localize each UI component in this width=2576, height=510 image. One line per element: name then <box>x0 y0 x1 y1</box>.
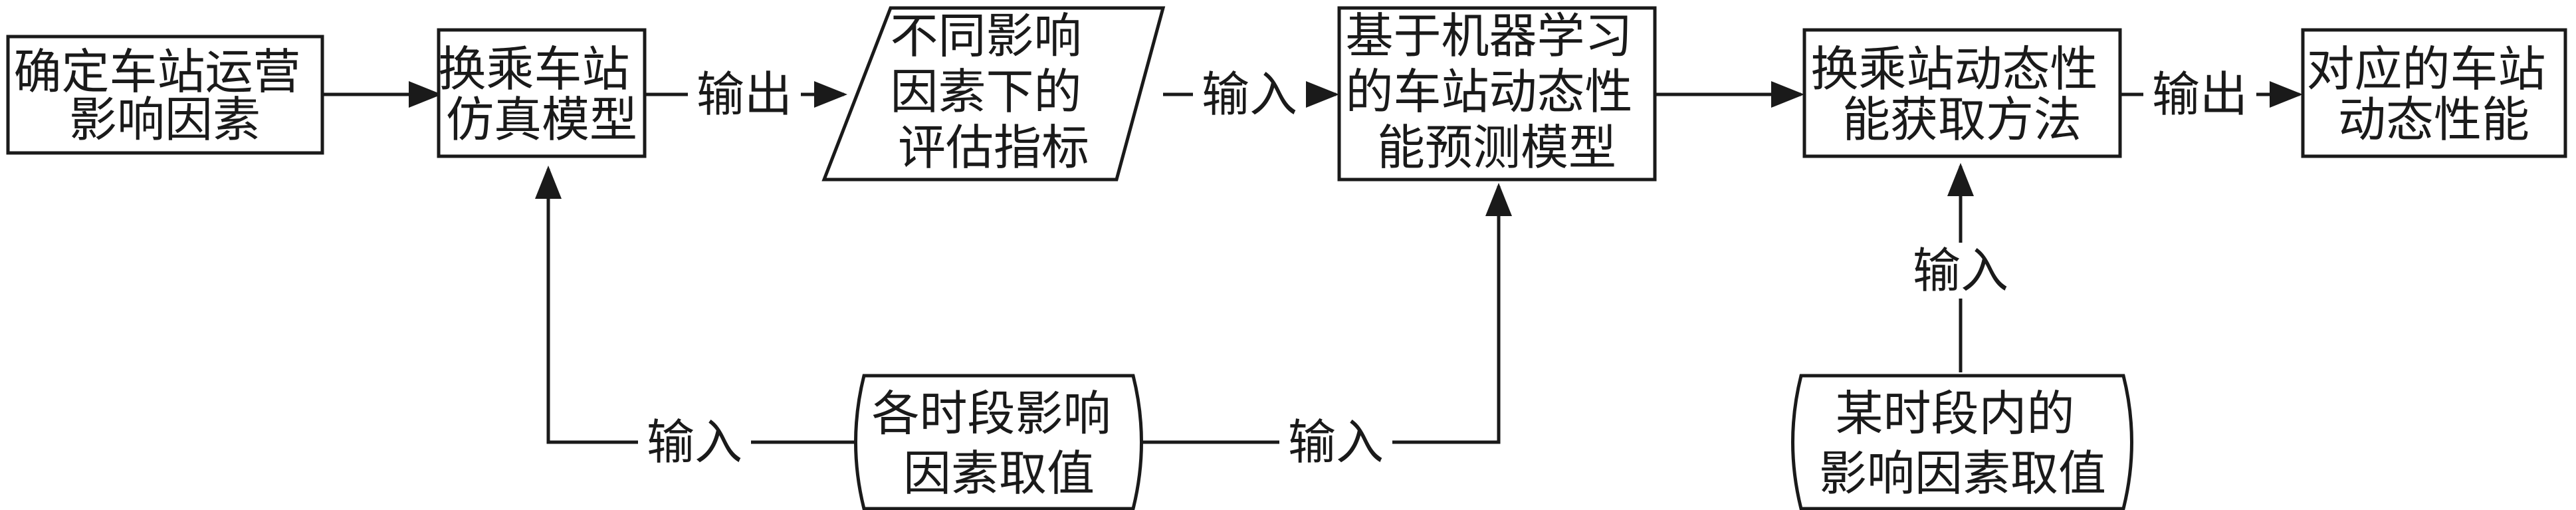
node-n5: 换乘站动态性 能获取方法 <box>1802 25 2122 158</box>
svg-text:基于机器学习 的车站动态性 能预测模: 基于机器学习 的车站动态性 能预测模型 <box>1346 0 1648 176</box>
svg-text:输入: 输入 <box>1913 243 2008 299</box>
svg-text:换乘车站 仿真模型: 换乘车站 仿真模型 <box>439 25 645 148</box>
svg-text:某时段内的 影响因素取值: 某时段内的 影响因素取值 <box>1819 369 2106 501</box>
svg-text:输出: 输出 <box>2152 66 2248 122</box>
node-n6: 对应的车站 动态性能 <box>2301 25 2567 158</box>
svg-text:输入: 输入 <box>647 414 742 470</box>
edge-n7-n4 <box>1136 183 1512 444</box>
svg-text:各时段影响 因素取值: 各时段影响 因素取值 <box>872 369 1127 501</box>
svg-text:对应的车站 动态性能: 对应的车站 动态性能 <box>2307 25 2561 148</box>
node-n2: 换乘车站 仿真模型 <box>437 25 647 158</box>
edge-label-n7-n2: 输入 <box>638 414 751 470</box>
svg-text:输入: 输入 <box>1202 66 1297 122</box>
node-n3: 不同影响 因素下的 评估指标 <box>821 0 1166 182</box>
svg-text:换乘站动态性 能获取方法: 换乘站动态性 能获取方法 <box>1811 25 2113 148</box>
edge-label-n8-n5: 输入 <box>1904 243 2017 299</box>
svg-text:不同影响 因素下的 评估指标: 不同影响 因素下的 评估指标 <box>891 0 1097 176</box>
edge-label-n5-n6: 输出 <box>2143 66 2256 122</box>
node-n4: 基于机器学习 的车站动态性 能预测模型 <box>1337 0 1657 182</box>
svg-text:输入: 输入 <box>1288 414 1384 470</box>
edge-n7-n2 <box>535 166 857 444</box>
edge-label-n3-n4: 输入 <box>1193 66 1306 122</box>
node-n1: 确定车站运营 影响因素 <box>6 27 324 155</box>
edge-label-n7-n4: 输入 <box>1279 414 1392 470</box>
node-n7: 各时段影响 因素取值 <box>854 369 1143 510</box>
edge-label-n2-n3: 输出 <box>688 66 801 122</box>
node-n8: 某时段内的 影响因素取值 <box>1791 369 2133 510</box>
svg-text:输出: 输出 <box>697 66 792 122</box>
svg-text:确定车站运营 影响因素: 确定车站运营 影响因素 <box>14 27 316 148</box>
